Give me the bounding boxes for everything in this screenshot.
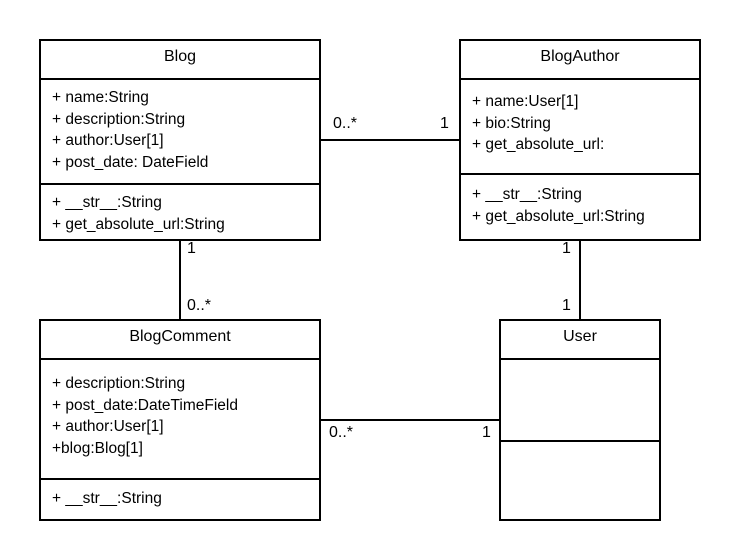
multiplicity-blog-end: 1 — [187, 240, 196, 257]
attributes-compartment: + name:String + description:String + aut… — [41, 80, 319, 183]
operations-compartment: + __str__:String + get_absolute_url:Stri… — [41, 183, 319, 239]
attribute: + bio:String — [472, 114, 551, 132]
class-blog-author: BlogAuthor + name:User[1] + bio:String +… — [459, 39, 701, 241]
class-user: User — [499, 319, 661, 521]
operations-compartment — [501, 440, 659, 519]
operation: + __str__:String — [52, 194, 162, 211]
operation: + get_absolute_url:String — [472, 207, 645, 225]
class-name: Blog — [41, 41, 319, 80]
attribute: + name:String — [52, 89, 149, 106]
multiplicity-blog-end: 0..* — [333, 115, 358, 132]
class-name: User — [501, 321, 659, 360]
attribute: + name:User[1] — [472, 93, 579, 110]
attribute: + post_date: DateField — [52, 153, 209, 171]
attributes-compartment — [501, 360, 659, 440]
operations-compartment: + __str__:String + get_absolute_url:Stri… — [461, 173, 699, 239]
class-name: BlogComment — [41, 321, 319, 360]
multiplicity-user-end: 1 — [562, 297, 571, 314]
attribute: + description:String — [52, 110, 186, 128]
class-name: BlogAuthor — [461, 41, 699, 80]
operation: + get_absolute_url:String — [52, 215, 225, 233]
operation: + __str__:String — [472, 186, 582, 203]
attributes-compartment: + name:User[1] + bio:String + get_absolu… — [461, 80, 699, 173]
multiplicity-comment-end: 0..* — [329, 424, 354, 441]
multiplicity-user-end: 1 — [482, 424, 491, 441]
attribute: + get_absolute_url: — [472, 136, 605, 153]
class-blog: Blog + name:String + description:String … — [39, 39, 321, 241]
multiplicity-author-end: 1 — [440, 115, 449, 132]
attribute: + post_date:DateTimeField — [52, 396, 238, 414]
multiplicity-comment-end: 0..* — [187, 297, 212, 314]
attributes-compartment: + description:String + post_date:DateTim… — [41, 360, 319, 478]
attribute: + author:User[1] — [52, 418, 164, 435]
attribute: + description:String — [52, 375, 186, 392]
class-blog-comment: BlogComment + description:String + post_… — [39, 319, 321, 521]
operations-compartment: + __str__:String — [41, 478, 319, 519]
attribute: + author:User[1] — [52, 132, 164, 149]
attribute: +blog:Blog[1] — [52, 439, 143, 457]
operation: + __str__:String — [52, 490, 162, 507]
multiplicity-author-end: 1 — [562, 240, 571, 257]
